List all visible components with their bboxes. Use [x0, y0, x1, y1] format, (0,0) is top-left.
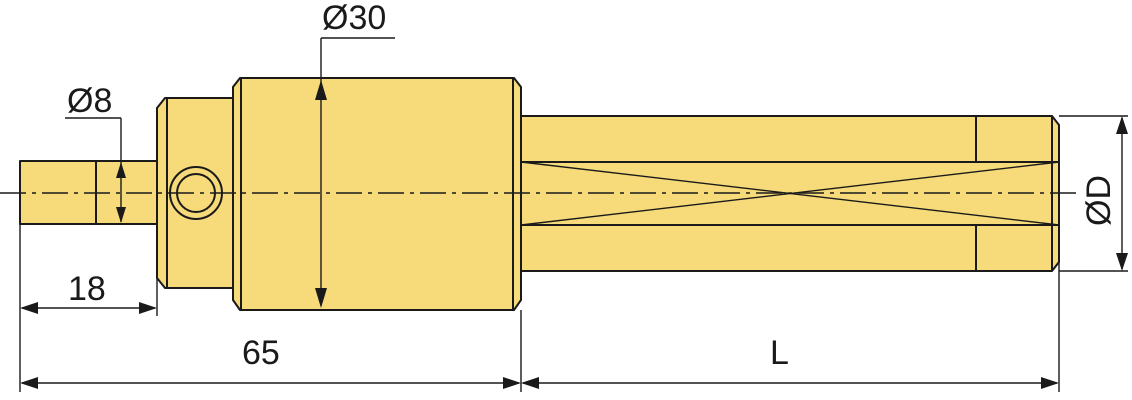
dim-body-diameter-label: Ø30 — [322, 0, 386, 37]
dim-body-diameter: Ø30 — [315, 0, 395, 308]
dim-body-length-label: 65 — [242, 334, 280, 372]
dim-cutter-diameter: ØD — [1059, 115, 1128, 272]
dim-cutter-length-label: L — [770, 334, 789, 372]
dim-body-length: 65 — [20, 334, 521, 389]
dim-cutter-length: L — [521, 334, 1059, 389]
dim-shank-length-label: 18 — [68, 270, 106, 308]
dim-cutter-diameter-label: ØD — [1080, 175, 1118, 226]
body — [232, 77, 522, 311]
tool-part — [19, 77, 1060, 311]
dim-shank-length: 18 — [20, 270, 157, 314]
dim-shank-diameter-label: Ø8 — [67, 82, 112, 120]
dim-shank-diameter: Ø8 — [65, 82, 126, 223]
